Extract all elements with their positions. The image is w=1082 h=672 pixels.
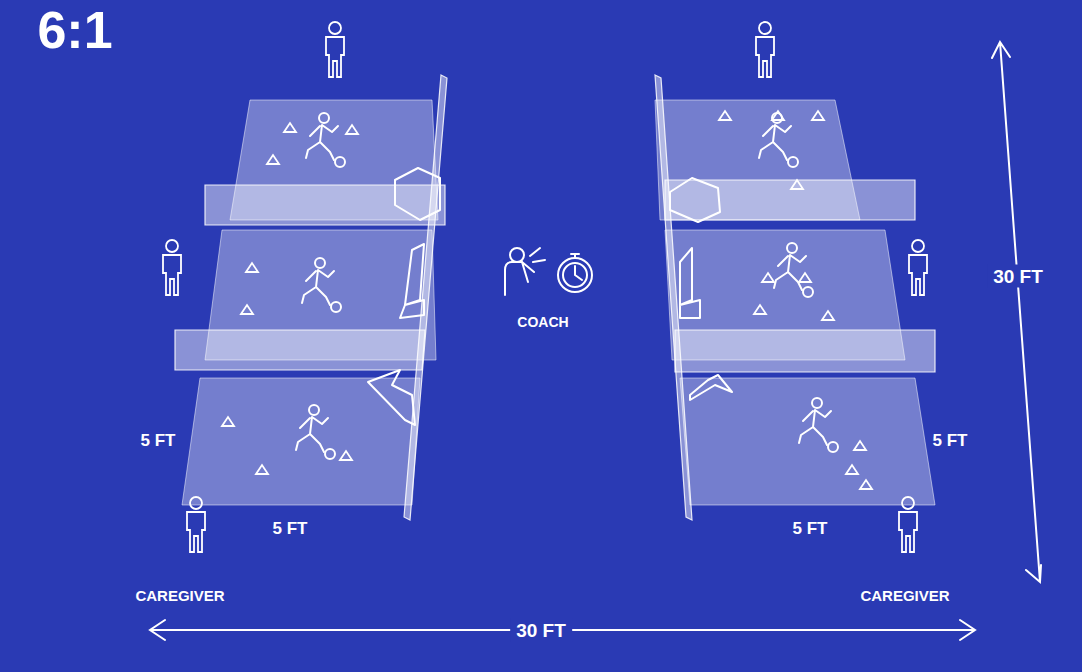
coach-label: COACH bbox=[517, 315, 568, 329]
ratio-title: 6:1 bbox=[37, 4, 112, 56]
dimension-label: 5 FT bbox=[141, 432, 176, 449]
dimension-label: 5 FT bbox=[793, 520, 828, 537]
dimension-label: 30 FT bbox=[510, 619, 572, 642]
caregiver-label: CAREGIVER bbox=[860, 588, 949, 603]
dimension-label: 30 FT bbox=[987, 265, 1049, 288]
caregiver-label: CAREGIVER bbox=[135, 588, 224, 603]
dimension-label: 5 FT bbox=[933, 432, 968, 449]
dimension-label: 5 FT bbox=[273, 520, 308, 537]
